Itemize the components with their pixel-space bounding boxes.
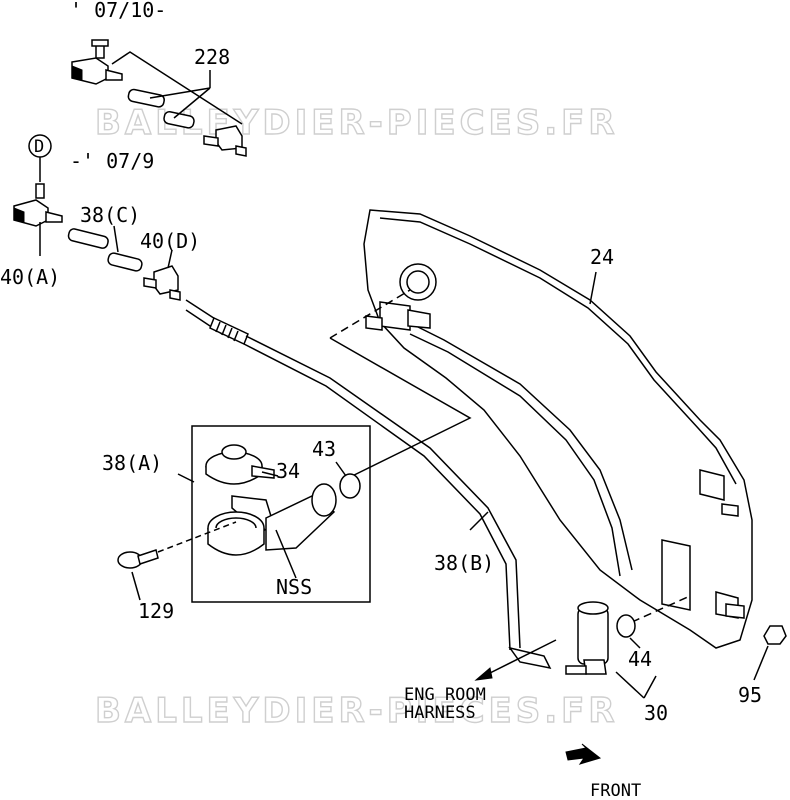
nozzle-assembly-new [71, 39, 247, 157]
label-front: FRONT [590, 781, 641, 800]
label-date-before: -' 07/9 [70, 149, 154, 173]
label-40a: 40(A) [0, 265, 60, 289]
bolt-129 [117, 521, 237, 601]
watermark-bottom: BALLEYDIER-PIECES.FR [95, 691, 619, 731]
label-24: 24 [590, 245, 614, 269]
callout-d-label: D [34, 137, 44, 157]
label-harness: HARNESS [404, 703, 476, 723]
washer-pump [565, 601, 657, 699]
label-30: 30 [644, 701, 668, 725]
label-95: 95 [738, 683, 762, 707]
label-44: 44 [628, 647, 652, 671]
label-43: 43 [312, 437, 336, 461]
label-38a: 38(A) [102, 451, 162, 475]
label-40d: 40(D) [140, 229, 200, 253]
grommet-44 [616, 614, 636, 638]
eng-room-arrow [474, 639, 557, 681]
label-38c: 38(C) [80, 203, 140, 227]
label-date-after: ' 07/10- [70, 0, 166, 22]
o-ring-43 [339, 473, 361, 499]
front-arrow-icon [565, 743, 602, 765]
washer-tank [329, 209, 753, 649]
label-eng-room: ENG ROOM [404, 685, 486, 705]
nss-inset [191, 425, 371, 603]
hose-38b [185, 299, 552, 670]
nozzle-assembly-old [13, 183, 181, 301]
nut-95 [763, 625, 787, 645]
label-nss: NSS [276, 575, 312, 599]
label-34: 34 [276, 459, 300, 483]
label-38b: 38(B) [434, 551, 494, 575]
label-129: 129 [138, 599, 174, 623]
label-228: 228 [194, 45, 230, 69]
